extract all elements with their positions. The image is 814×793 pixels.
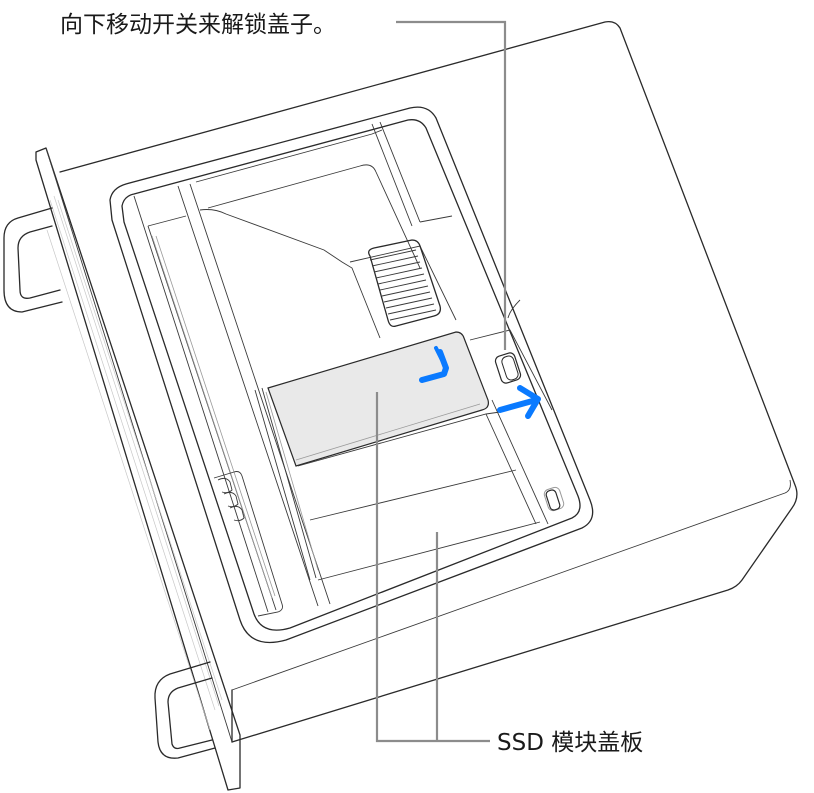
callout-unlock-switch: 向下移动开关来解锁盖子。 — [60, 12, 336, 38]
left-rails — [133, 183, 331, 617]
rack-handle-top — [3, 207, 63, 313]
leader-line-top — [396, 20, 507, 350]
leader-lines — [375, 20, 507, 743]
callout-ssd-cover: SSD 模块盖板 — [497, 730, 644, 756]
slide-arrow-icon — [419, 346, 449, 383]
unlock-arrow-icon — [497, 385, 541, 419]
ssd-module-cover — [267, 331, 489, 467]
cavity-frame — [109, 106, 594, 644]
rack-front-panel — [35, 147, 241, 791]
lower-switch — [543, 486, 565, 512]
rack-handle-bottom — [154, 661, 216, 759]
right-latch-panel — [469, 299, 565, 525]
lower-bays — [297, 411, 541, 581]
heatsink-housing — [195, 121, 457, 339]
chassis-body — [59, 20, 798, 743]
vent-grille — [368, 239, 442, 328]
leader-line-bottom — [375, 392, 490, 743]
lock-switch — [494, 352, 522, 384]
